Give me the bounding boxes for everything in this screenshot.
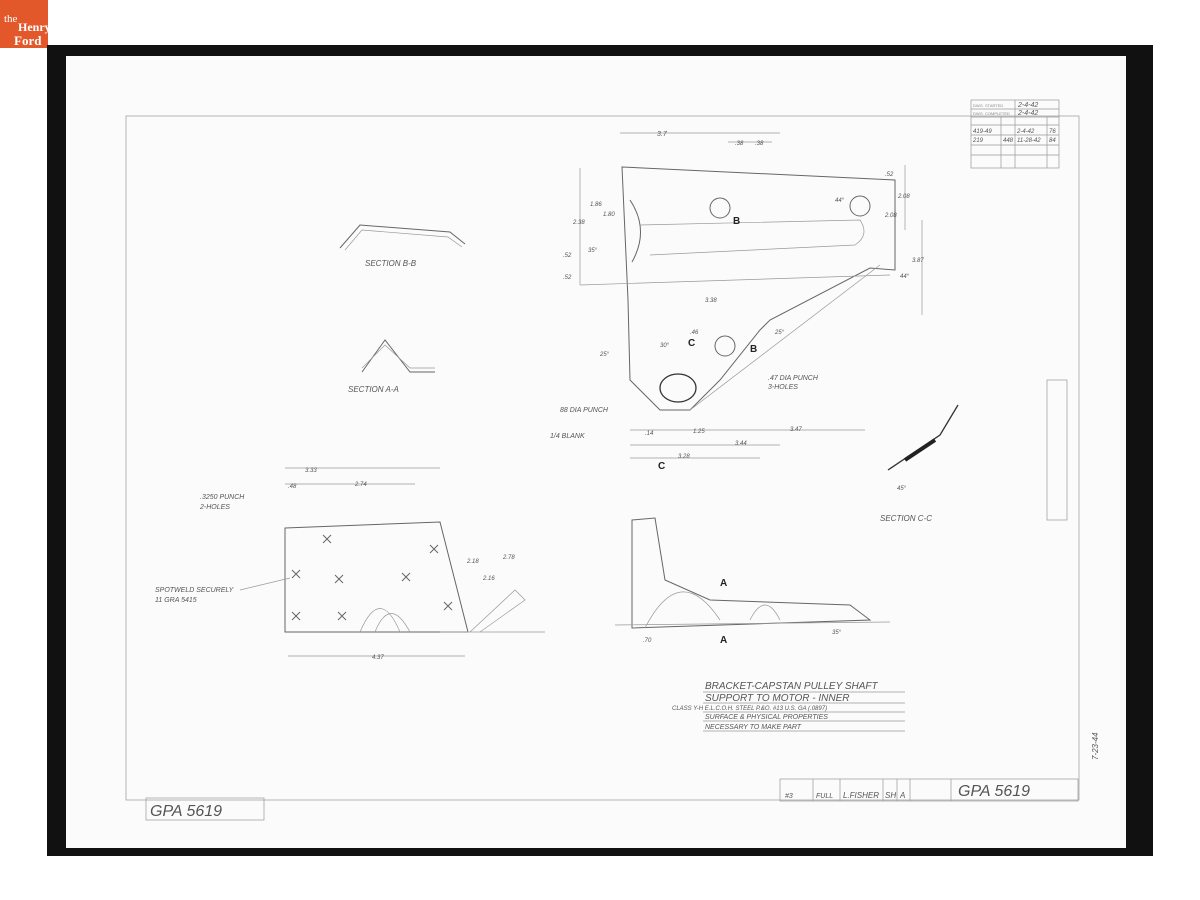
note-label: 1/4 BLANK <box>550 433 585 440</box>
checked-value: SH <box>885 791 896 800</box>
dimension-label: .52 <box>563 253 572 259</box>
drawing-border <box>125 115 1080 801</box>
table-cell: 219 <box>972 138 984 144</box>
section-marker: A <box>720 578 727 589</box>
dimension-label: 3.47 <box>790 427 802 433</box>
dimension-label: .38 <box>735 141 744 147</box>
section-bb-profile <box>339 224 466 249</box>
number-value: #3 <box>785 793 793 800</box>
table-cell: 2-4-42 <box>1017 102 1038 109</box>
dimension-label: 30° <box>660 343 670 349</box>
dimension-label: 3.87 <box>912 258 924 264</box>
drawing-title: BRACKET-CAPSTAN PULLEY SHAFT <box>705 681 879 692</box>
note-label: SURFACE & PHYSICAL PROPERTIES <box>705 714 828 721</box>
section-marker: C <box>658 461 665 472</box>
dimension-label: 44° <box>835 198 845 204</box>
dimension-label: 3.7 <box>657 131 668 138</box>
title-block <box>703 691 905 732</box>
scale-value: FULL <box>816 793 833 800</box>
dimension-label: 45° <box>897 486 907 492</box>
note-label: SPOTWELD SECURELY <box>155 587 235 594</box>
dimension-label: 25° <box>774 330 785 336</box>
approved-value: A <box>899 791 905 800</box>
henry-ford-logo: the Henry Ford <box>0 0 51 48</box>
dimension-label: 1.86 <box>590 202 602 208</box>
logo-text: Henry <box>18 20 51 34</box>
dimension-label: 1.80 <box>603 212 615 218</box>
section-marker: C <box>688 338 695 349</box>
dimension-label: .38 <box>755 141 764 147</box>
dimension-label: 2.16 <box>482 576 495 582</box>
revision-table: DWG. STARTED 2-4-42 DWG. COMPLETED 2-4-4… <box>970 99 1060 169</box>
note-label: 11 GRA 5415 <box>155 597 197 604</box>
section-aa-profile <box>361 339 435 373</box>
main-view <box>579 132 923 459</box>
dimension-label: 1.25 <box>693 429 705 435</box>
section-aa-label: SECTION A-A <box>348 385 399 394</box>
side-view <box>614 517 891 629</box>
dimension-label: 4.37 <box>372 655 384 661</box>
dimension-label: 2.18 <box>466 559 479 565</box>
dimension-label: .14 <box>645 431 654 437</box>
material-spec: CLASS Y-H E.L.C.O.H. STEEL P.&O. #13 U.S… <box>672 706 827 712</box>
dimension-label: 2.08 <box>884 213 897 219</box>
drawing-number: GPA 5619 <box>958 783 1030 800</box>
dimension-label: 3.33 <box>305 468 317 474</box>
note-label: 3-HOLES <box>768 384 798 391</box>
paper-sheet <box>66 56 1126 848</box>
dimension-label: 3.44 <box>735 441 747 447</box>
table-cell: 419-49 <box>973 129 992 135</box>
dimension-label: 2.78 <box>502 555 515 561</box>
dimension-label: .46 <box>690 330 699 336</box>
table-cell: 84 <box>1049 138 1056 144</box>
handwritten-date-note: 7-23-44 <box>1091 732 1100 760</box>
section-bb-label: SECTION B-B <box>365 259 417 268</box>
dimension-label: 2.38 <box>572 220 585 226</box>
table-cell: 2-4-42 <box>1016 129 1035 135</box>
dimension-label: 2.74 <box>354 482 367 488</box>
dimension-label: 3.28 <box>678 454 690 460</box>
dimension-label: 35° <box>832 630 842 636</box>
dimension-label: .52 <box>563 275 572 281</box>
table-cell: 76 <box>1049 129 1056 135</box>
table-cell: 448 <box>1003 138 1014 144</box>
note-label: .3250 PUNCH <box>200 494 245 501</box>
dimension-label: 44° <box>900 274 910 280</box>
logo-text: Ford <box>14 33 42 48</box>
section-marker: A <box>720 635 727 646</box>
section-cc-label: SECTION C-C <box>880 514 932 523</box>
drawing-number-corner: GPA 5619 <box>150 803 222 820</box>
note-label: 88 DIA PUNCH <box>560 407 609 414</box>
drawn-by-value: L.FISHER <box>843 791 879 800</box>
flat-pattern-view <box>284 467 545 657</box>
note-label: NECESSARY TO MAKE PART <box>705 724 802 731</box>
table-cell: DWG. COMPLETED <box>973 111 1010 116</box>
note-label: .47 DIA PUNCH <box>768 375 819 382</box>
section-marker: B <box>733 216 740 227</box>
dimension-label: 25° <box>599 352 610 358</box>
dimension-label: .48 <box>288 484 297 490</box>
dimension-label: 3.38 <box>705 298 717 304</box>
drawing-subtitle: SUPPORT TO MOTOR - INNER <box>705 693 849 704</box>
dimension-label: 2.08 <box>897 194 910 200</box>
dimension-label: .52 <box>885 172 894 178</box>
table-cell: 2-4-42 <box>1017 110 1038 117</box>
table-cell: DWG. STARTED <box>973 103 1003 108</box>
side-index-strip <box>1046 379 1068 521</box>
section-marker: B <box>750 344 757 355</box>
bottom-title-strip <box>145 778 1079 821</box>
logo-text: the <box>4 13 18 25</box>
table-cell: 11-28-42 <box>1017 138 1041 144</box>
note-label: 2-HOLES <box>199 504 230 511</box>
dimension-label: 35° <box>588 248 598 254</box>
dimension-label: .70 <box>643 638 652 644</box>
